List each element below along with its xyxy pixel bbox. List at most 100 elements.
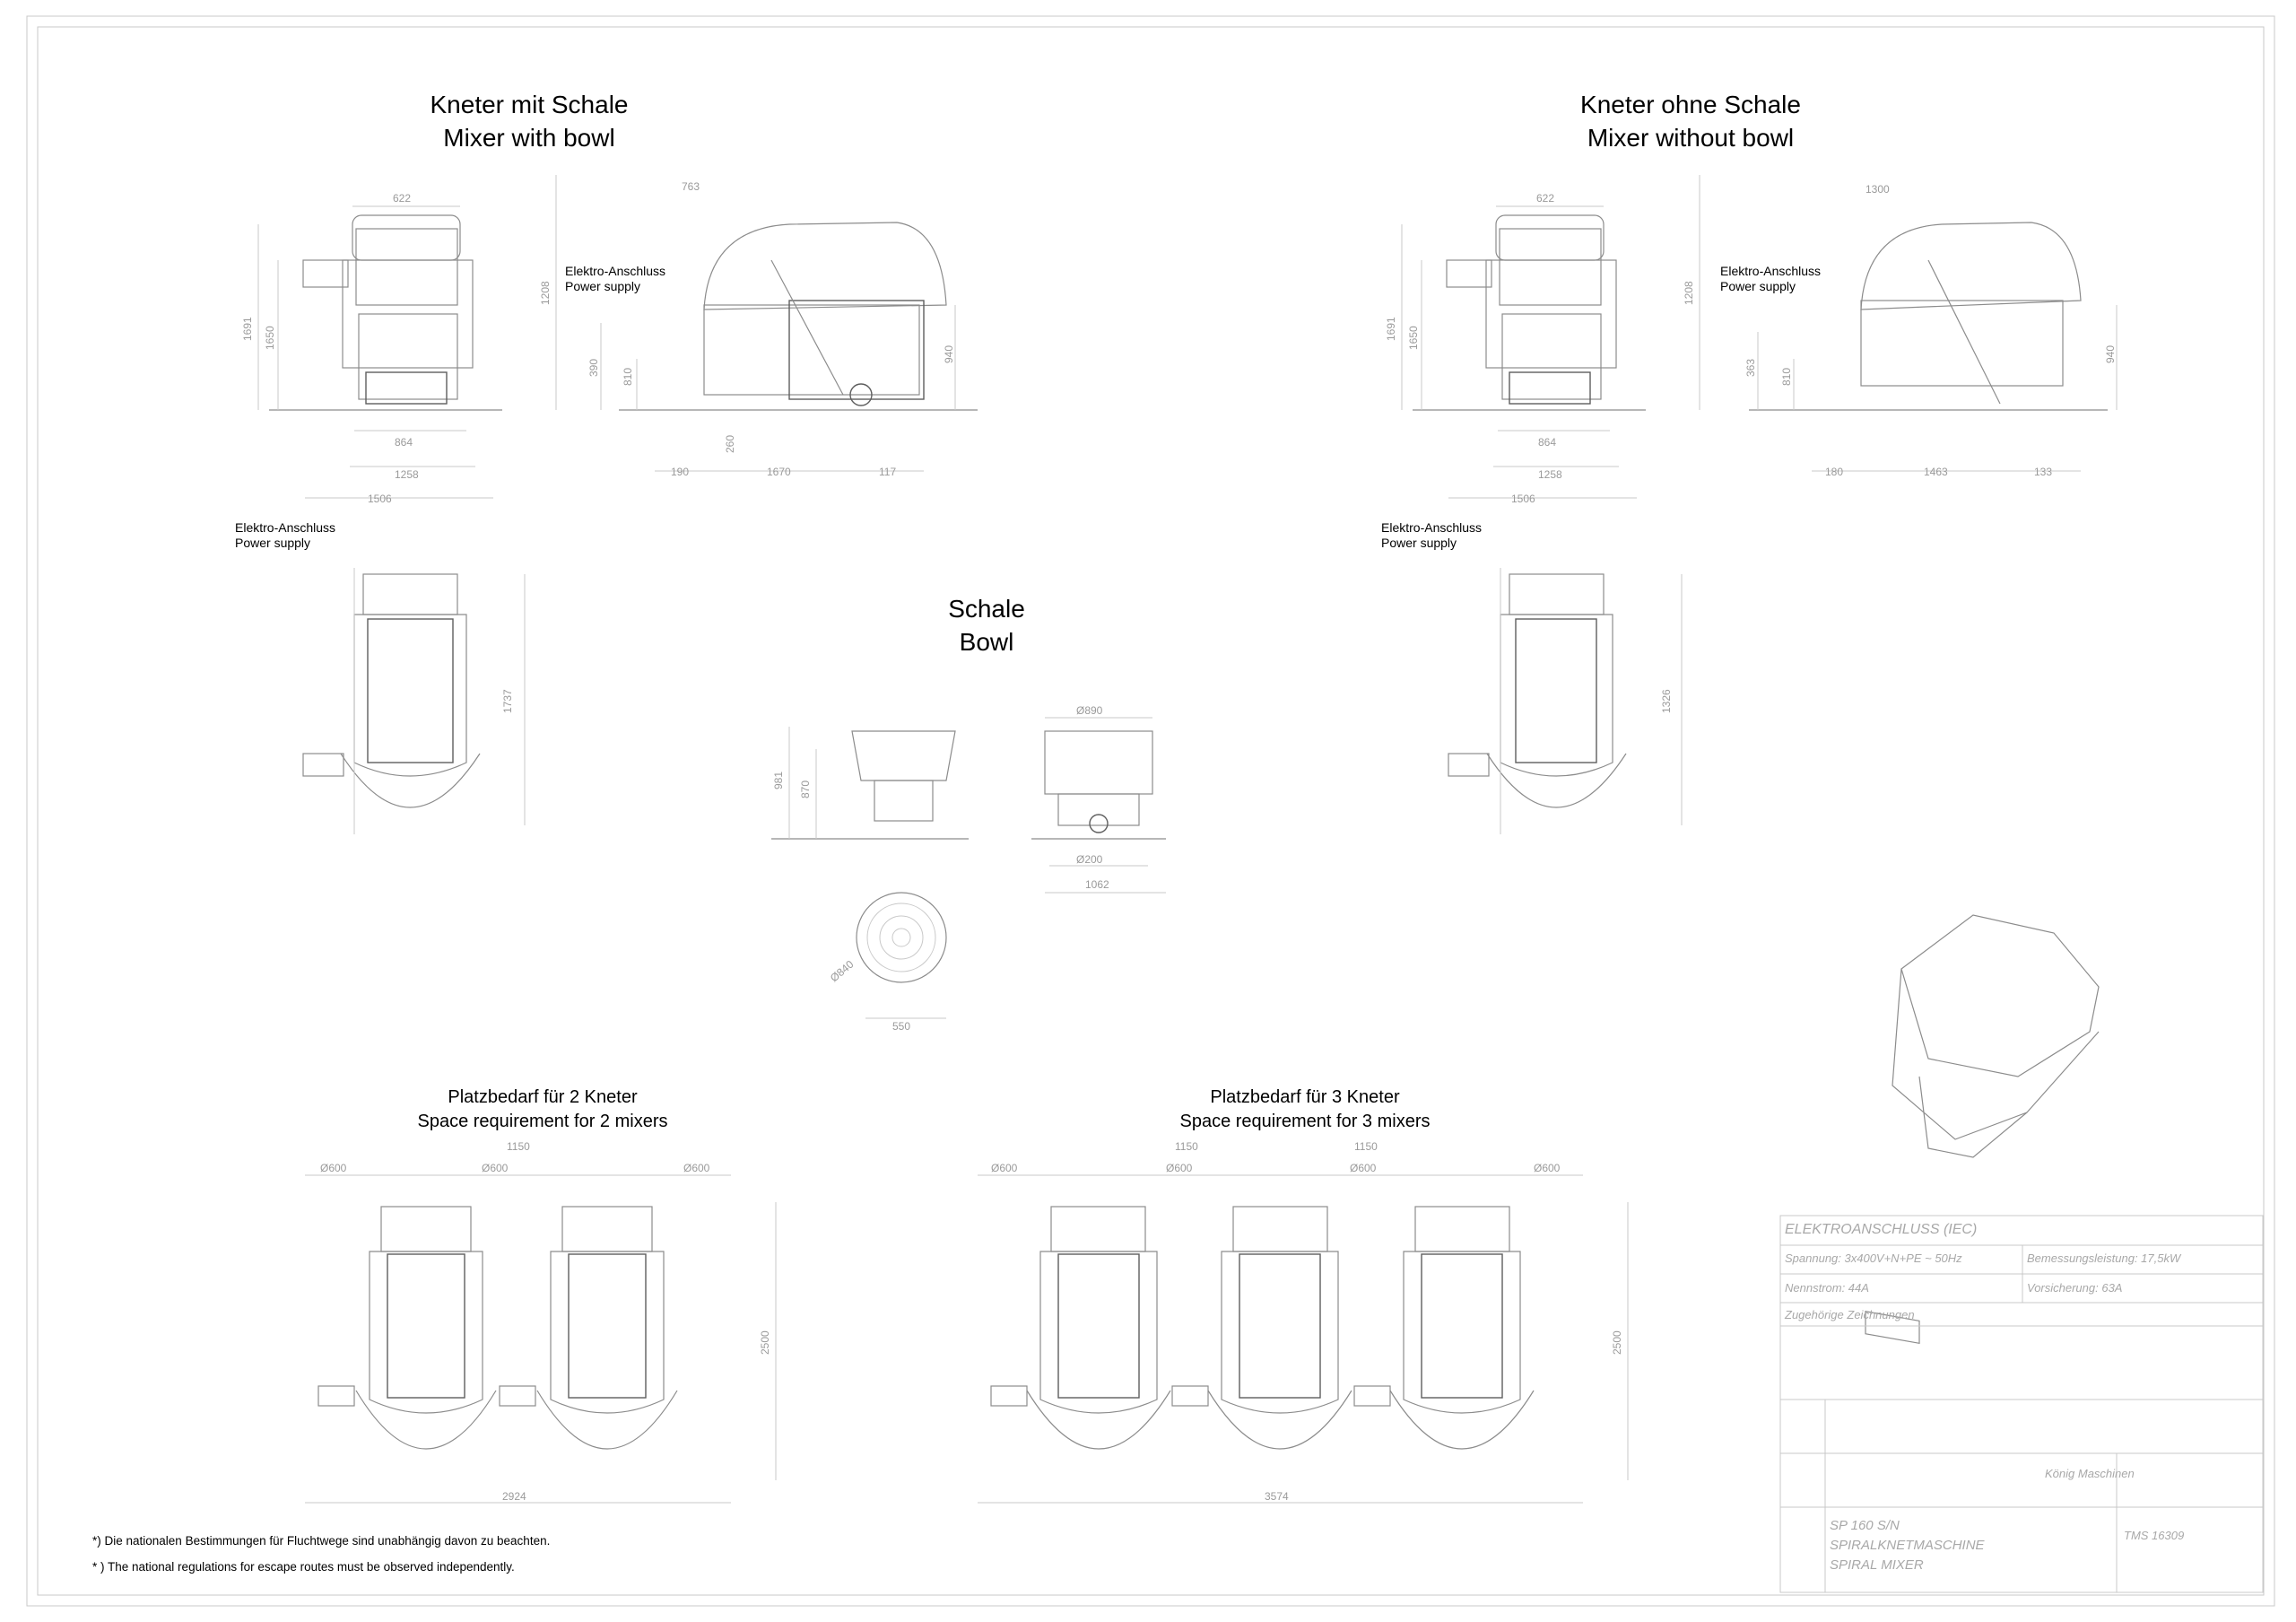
heading-mixer-without-bowl-en: Mixer without bowl bbox=[1587, 124, 1795, 152]
dim-top-with-bowl-0: 1737 bbox=[501, 689, 514, 713]
front-view-without-bowl: 622 1691 1650 864 1258 1506 bbox=[1385, 192, 1646, 505]
side-view-without-bowl: 1208 363 810 940 1463 180 133 1300 bbox=[1683, 175, 2118, 478]
note-escape-routes-de: *) Die nationalen Bestimmungen für Fluch… bbox=[92, 1534, 551, 1548]
side-view-with-bowl: 1208 763 390 810 940 1670 190 117 260 bbox=[539, 175, 978, 478]
callout-power-supply-de: Elektro-Anschluss bbox=[1381, 520, 1483, 535]
heading-mixer-with-bowl: Kneter mit Schale Mixer with bowl bbox=[368, 88, 691, 154]
title-block-company: König Maschinen bbox=[2045, 1467, 2135, 1480]
callout-power-supply-top-with-bowl: Elektro-Anschluss Power supply bbox=[235, 520, 335, 551]
space-2-mixer-unit bbox=[317, 1206, 497, 1450]
dim-space-2-1: 1150 bbox=[507, 1140, 530, 1153]
dim-front-with-bowl-1: 1691 bbox=[241, 317, 254, 341]
title-block-frame bbox=[1779, 1215, 2264, 1593]
top-view-without-bowl: 1326 bbox=[1448, 568, 1683, 834]
heading-mixer-with-bowl-en: Mixer with bowl bbox=[443, 124, 615, 152]
sheet-inner-border bbox=[37, 26, 2265, 1596]
dim-front-without-bowl-2: 1650 bbox=[1407, 326, 1420, 350]
dim-bowl-side-1: 870 bbox=[799, 780, 812, 798]
dim-space-2-3: Ø600 bbox=[683, 1162, 710, 1174]
front-view-with-bowl: 622 1691 1650 864 1258 1506 bbox=[241, 192, 502, 505]
callout-power-supply-de: Elektro-Anschluss bbox=[565, 264, 666, 278]
bowl-top-view: Ø840 550 bbox=[828, 892, 947, 1033]
dim-bowl-front-0: Ø890 bbox=[1076, 704, 1103, 717]
dim-bowl-front-1: 1062 bbox=[1085, 878, 1109, 891]
dim-front-with-bowl-5: 1506 bbox=[368, 493, 392, 505]
title-block-fuse: Vorsicherung: 63A bbox=[2027, 1281, 2123, 1295]
dim-side-without-bowl-4: 1463 bbox=[1924, 466, 1948, 478]
dim-space-2-0: Ø600 bbox=[320, 1162, 347, 1174]
heading-space-2-en: Space requirement for 2 mixers bbox=[417, 1112, 668, 1131]
heading-mixer-with-bowl-de: Kneter mit Schale bbox=[430, 91, 629, 118]
heading-space-3-mixers: Platzbedarf für 3 Kneter Space requireme… bbox=[1135, 1086, 1475, 1134]
space-3-mixer-unit bbox=[1171, 1206, 1352, 1450]
heading-bowl: Schale Bowl bbox=[897, 592, 1076, 658]
dim-side-with-bowl-7: 117 bbox=[879, 466, 896, 478]
space-2-mixers: Ø600 1150 Ø600 Ø600 2500 2924 bbox=[305, 1140, 777, 1504]
title-block-voltage: Spannung: 3x400V+N+PE ~ 50Hz bbox=[1785, 1251, 1962, 1265]
bowl-side-view: 981 870 bbox=[771, 727, 969, 840]
dim-front-without-bowl-4: 1258 bbox=[1538, 468, 1562, 481]
heading-mixer-without-bowl-de: Kneter ohne Schale bbox=[1580, 91, 1801, 118]
title-block-rated-power: Bemessungsleistung: 17,5kW bbox=[2027, 1251, 2181, 1265]
heading-bowl-en: Bowl bbox=[959, 628, 1014, 656]
callout-power-supply-en: Power supply bbox=[565, 279, 641, 293]
heading-space-2-mixers: Platzbedarf für 2 Kneter Space requireme… bbox=[377, 1086, 709, 1134]
space-3-mixers: Ø600 1150 Ø600 1150 Ø600 Ø600 2500 3574 bbox=[978, 1140, 1629, 1504]
isometric-view bbox=[1865, 914, 2100, 1345]
dim-space-3-6: 2500 bbox=[1611, 1330, 1623, 1355]
dim-bowl-front-2: Ø200 bbox=[1076, 853, 1103, 866]
callout-power-supply-side-without-bowl: Elektro-Anschluss Power supply bbox=[1720, 264, 1821, 294]
dim-side-without-bowl-7: 1300 bbox=[1866, 183, 1890, 196]
title-block-rated-current: Nennstrom: 44A bbox=[1785, 1281, 1869, 1295]
dim-bowl-top-1: 550 bbox=[892, 1020, 910, 1033]
title-block-related-drawings: Zugehörige Zeichnungen bbox=[1785, 1308, 1915, 1321]
dim-bowl-top-0: Ø840 bbox=[828, 957, 857, 984]
dim-side-without-bowl-1: 363 bbox=[1744, 359, 1757, 377]
dim-space-3-4: Ø600 bbox=[1350, 1162, 1377, 1174]
bowl-front-view: Ø890 1062 Ø200 bbox=[1031, 704, 1166, 894]
dim-space-2-2: Ø600 bbox=[482, 1162, 509, 1174]
dim-side-with-bowl-2: 390 bbox=[587, 359, 600, 377]
dim-space-3-3: 1150 bbox=[1354, 1140, 1378, 1153]
callout-power-supply-en: Power supply bbox=[235, 536, 311, 550]
dim-front-with-bowl-0: 622 bbox=[393, 192, 411, 205]
callout-power-supply-en: Power supply bbox=[1720, 279, 1796, 293]
dim-side-with-bowl-0: 1208 bbox=[539, 281, 552, 305]
space-2-mixer-unit bbox=[499, 1206, 678, 1450]
dim-side-with-bowl-6: 190 bbox=[671, 466, 689, 478]
heading-bowl-de: Schale bbox=[948, 595, 1025, 623]
dim-space-3-1: 1150 bbox=[1175, 1140, 1198, 1153]
dim-side-with-bowl-4: 940 bbox=[943, 345, 955, 363]
callout-power-supply-de: Elektro-Anschluss bbox=[1720, 264, 1822, 278]
dim-front-without-bowl-1: 1691 bbox=[1385, 317, 1397, 341]
heading-space-2-de: Platzbedarf für 2 Kneter bbox=[448, 1087, 638, 1107]
dim-space-2-4: 2500 bbox=[759, 1330, 771, 1355]
dim-space-3-7: 3574 bbox=[1265, 1490, 1289, 1503]
title-block-product-en: SPIRAL MIXER bbox=[1830, 1557, 1924, 1573]
heading-space-3-en: Space requirement for 3 mixers bbox=[1179, 1112, 1431, 1131]
dim-side-without-bowl-3: 940 bbox=[2104, 345, 2117, 363]
space-3-mixer-unit bbox=[1353, 1206, 1535, 1450]
dim-side-with-bowl-8: 260 bbox=[724, 435, 736, 453]
dim-side-with-bowl-5: 1670 bbox=[767, 466, 791, 478]
title-block-product-code: SP 160 S/N bbox=[1830, 1518, 1900, 1533]
dim-top-without-bowl-0: 1326 bbox=[1660, 689, 1673, 713]
dim-space-3-0: Ø600 bbox=[991, 1162, 1018, 1174]
dim-side-with-bowl-3: 810 bbox=[622, 368, 634, 386]
dim-side-without-bowl-0: 1208 bbox=[1683, 281, 1695, 305]
dim-bowl-side-0: 981 bbox=[772, 772, 785, 789]
dim-side-with-bowl-1: 763 bbox=[682, 180, 700, 193]
title-block-product-de: SPIRALKNETMASCHINE bbox=[1830, 1538, 1985, 1553]
callout-power-supply-en: Power supply bbox=[1381, 536, 1457, 550]
note-escape-routes-en: * ) The national regulations for escape … bbox=[92, 1560, 515, 1574]
dim-side-without-bowl-6: 133 bbox=[2034, 466, 2052, 478]
dim-front-without-bowl-5: 1506 bbox=[1511, 493, 1535, 505]
callout-power-supply-top-without-bowl: Elektro-Anschluss Power supply bbox=[1381, 520, 1482, 551]
dim-front-with-bowl-3: 864 bbox=[395, 436, 413, 449]
sheet-border bbox=[26, 15, 2275, 1607]
dim-front-with-bowl-4: 1258 bbox=[395, 468, 419, 481]
title-block-drawing-no: TMS 16309 bbox=[2124, 1529, 2185, 1542]
space-3-mixer-unit bbox=[990, 1206, 1171, 1450]
dim-front-without-bowl-0: 622 bbox=[1536, 192, 1554, 205]
